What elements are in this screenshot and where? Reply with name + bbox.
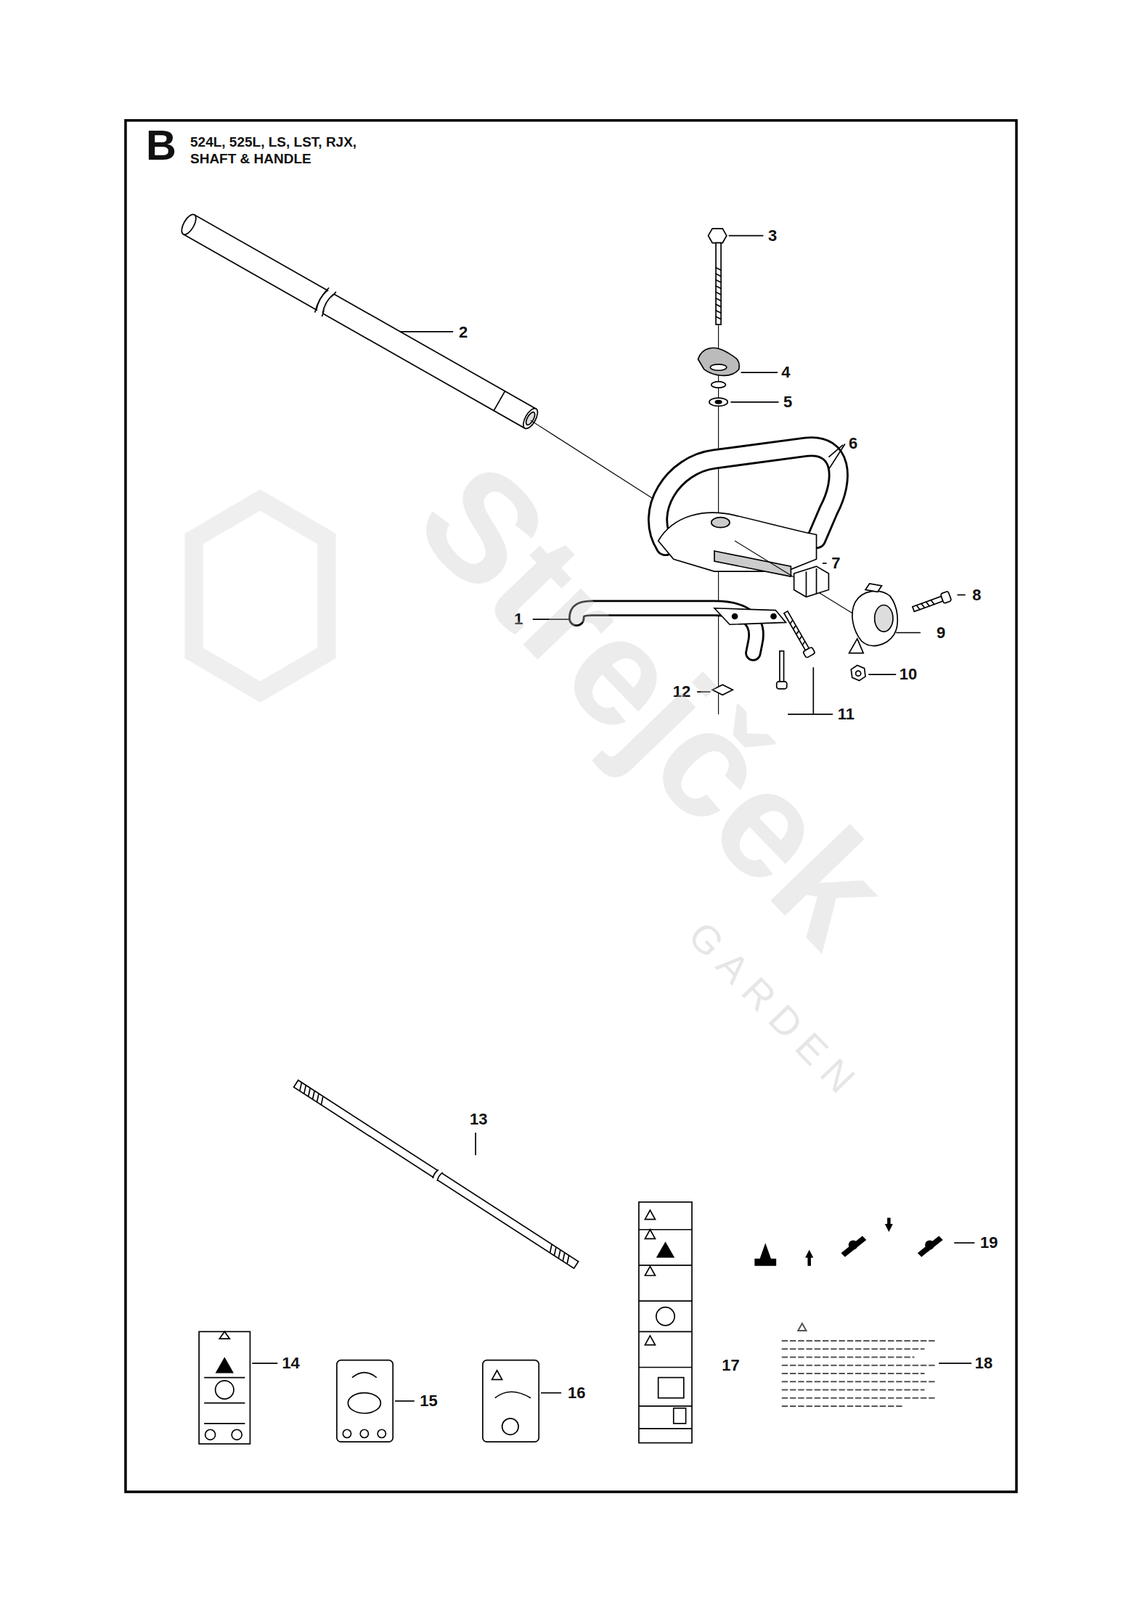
callout-number: 5 — [783, 392, 793, 412]
callout-number: 7 — [831, 553, 840, 573]
callout-number: 18 — [975, 1353, 993, 1373]
exploded-view — [177, 209, 975, 1445]
callout-number: 16 — [567, 1383, 586, 1403]
diagram-title: 524L, 525L, LS, LST, RJX, SHAFT & HANDLE — [190, 133, 381, 167]
watermark-logo — [193, 500, 327, 692]
callout-number: 15 — [419, 1391, 438, 1411]
callout-number: 3 — [768, 226, 777, 246]
callout-number: 13 — [469, 1110, 488, 1129]
callout-number: 14 — [281, 1353, 300, 1373]
section-letter: B — [145, 120, 177, 170]
callout-number: 2 — [458, 323, 468, 342]
callout-number: 6 — [848, 434, 858, 454]
watermark-text: Strejček — [384, 429, 923, 979]
callout-number: 10 — [899, 665, 917, 684]
callout-number: 17 — [721, 1356, 740, 1376]
callout-number: 19 — [980, 1233, 998, 1253]
callout-number: 9 — [936, 623, 946, 643]
callout-number: 4 — [781, 363, 790, 382]
callout-number: 11 — [837, 704, 855, 724]
callout-number: 8 — [972, 585, 981, 605]
frame — [125, 120, 1017, 1492]
